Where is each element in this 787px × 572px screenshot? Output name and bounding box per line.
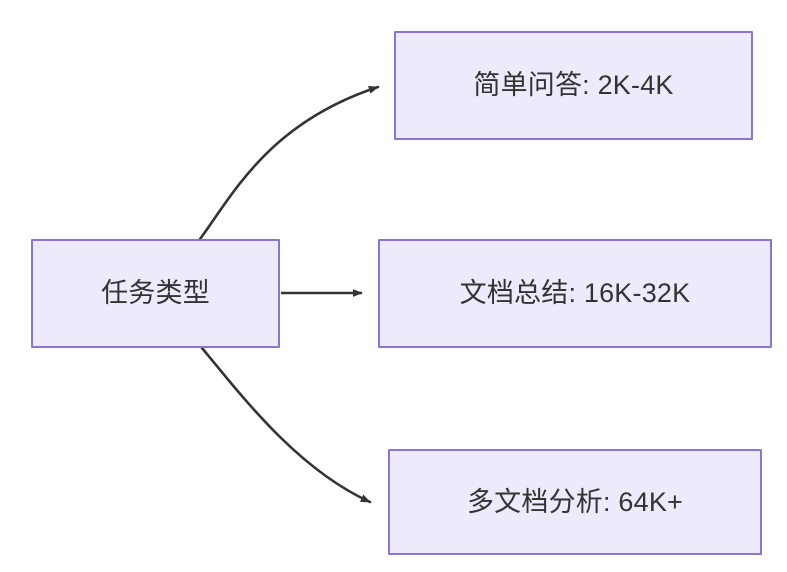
node-simple-qa[interactable]: 简单问答: 2K-4K	[394, 31, 753, 140]
edge-source-to-simple-qa	[198, 85, 380, 241]
edge-source-to-multi-doc	[200, 346, 372, 504]
node-label: 文档总结: 16K-32K	[459, 278, 691, 309]
node-label: 任务类型	[101, 278, 210, 309]
node-multi-doc[interactable]: 多文档分析: 64K+	[388, 449, 762, 555]
node-task-type[interactable]: 任务类型	[31, 239, 280, 348]
node-label: 简单问答: 2K-4K	[473, 70, 674, 101]
node-label: 多文档分析: 64K+	[466, 486, 683, 517]
node-doc-summary[interactable]: 文档总结: 16K-32K	[378, 239, 772, 348]
